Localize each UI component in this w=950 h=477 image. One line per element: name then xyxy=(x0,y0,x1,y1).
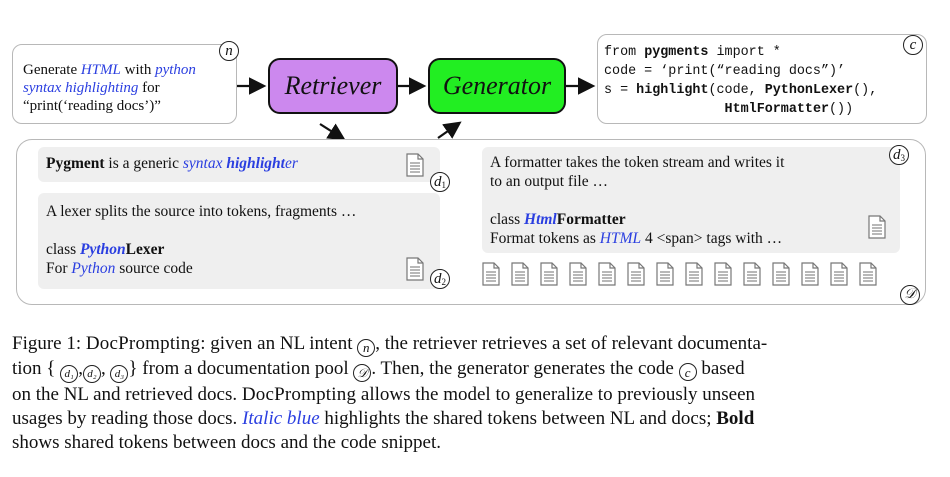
nl-intent-text: Generate HTML with python syntax highlig… xyxy=(23,62,196,114)
pool-doc-icon xyxy=(801,262,819,286)
badge-n: n xyxy=(219,41,239,61)
pool-doc-icon xyxy=(685,262,703,286)
pool-doc-icon xyxy=(743,262,761,286)
figure-caption: Figure 1: DocPrompting: given an NL inte… xyxy=(12,333,768,453)
nl-python-token: python xyxy=(155,62,196,78)
nl-intent-box: Generate HTML with python syntax highlig… xyxy=(12,44,237,124)
code-box: from pygments import * code = ‘print(“re… xyxy=(597,34,927,124)
pool-doc-icon xyxy=(714,262,732,286)
doc-card-d2: A lexer splits the source into tokens, f… xyxy=(38,193,440,289)
flow-arrows xyxy=(237,77,596,141)
caption-badge-d3: d₃ xyxy=(110,365,129,383)
nl-syntax-token: syntax highlighting xyxy=(23,80,139,96)
badge-c: c xyxy=(903,35,923,55)
doc-icon xyxy=(406,257,424,281)
pool-doc-icon xyxy=(859,262,877,286)
caption-badge-d1: d₁ xyxy=(60,365,79,383)
badge-pool: 𝒟 xyxy=(900,285,920,305)
pool-doc-icon xyxy=(598,262,616,286)
arrow-retriever-to-docs xyxy=(319,123,346,141)
caption-badge-c: c xyxy=(678,363,697,381)
doc-card-d3: A formatter takes the token stream and w… xyxy=(482,147,900,253)
nl-html-token: HTML xyxy=(80,62,121,78)
pool-doc-icon xyxy=(569,262,587,286)
arrow-docs-to-generator xyxy=(437,121,462,139)
pool-doc-icon xyxy=(627,262,645,286)
pool-doc-row xyxy=(482,262,902,288)
pool-doc-icon xyxy=(772,262,790,286)
pool-doc-icon xyxy=(830,262,848,286)
doc-card-d1: Pygment is a generic syntax highlighter xyxy=(38,147,440,182)
retriever-module: Retriever xyxy=(268,58,398,114)
pool-doc-icon xyxy=(656,262,674,286)
pool-doc-icon xyxy=(511,262,529,286)
doc-d3-text: A formatter takes the token stream and w… xyxy=(490,154,785,247)
code-snippet: from pygments import * code = ‘print(“re… xyxy=(604,45,878,117)
pool-doc-icon xyxy=(482,262,500,286)
doc-icon xyxy=(406,153,424,177)
caption-badge-d2: d₂ xyxy=(82,365,101,383)
doc-d2-text: A lexer splits the source into tokens, f… xyxy=(46,203,357,277)
caption-badge-n: n xyxy=(357,338,376,357)
caption-badge-pool: 𝒟 xyxy=(353,363,372,382)
generator-module: Generator xyxy=(428,58,566,114)
pool-doc-icon xyxy=(540,262,558,286)
doc-icon xyxy=(868,215,886,239)
doc-d1-text: Pygment is a generic syntax highlighter xyxy=(46,155,298,172)
